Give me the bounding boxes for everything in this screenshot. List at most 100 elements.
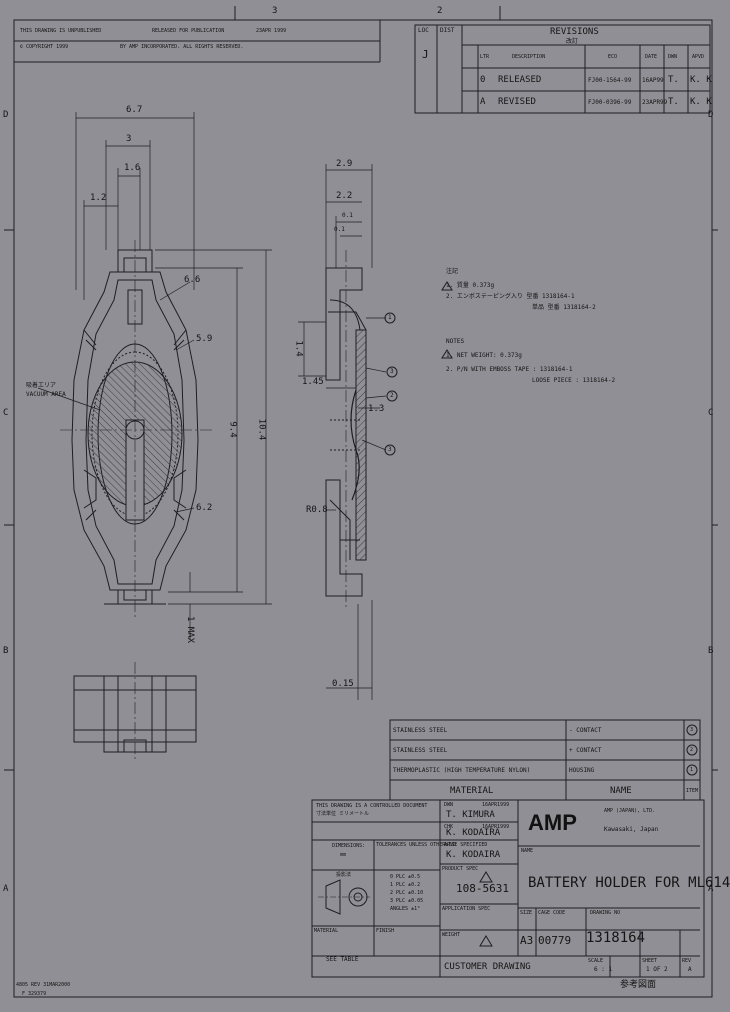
- rev-col-description: DESCRIPTION: [512, 54, 546, 60]
- notes-en-title: NOTES: [446, 338, 465, 345]
- top-view: [60, 240, 215, 620]
- rev-row-0-eco: FJ00-1564-99: [588, 77, 632, 84]
- unpublished-notice: THIS DRAWING IS UNPUBLISHED: [20, 28, 102, 34]
- item-header: ITEM: [686, 788, 699, 794]
- callout-2: 2: [390, 392, 394, 399]
- rev-value: A: [688, 966, 692, 973]
- notes-en-2a: 2. P/N WITH EMBOSS TAPE : 1318164-1: [446, 366, 573, 373]
- side-view-dimensions: [298, 164, 387, 700]
- dim-1-6: 1.6: [124, 163, 141, 173]
- bottom-view: [73, 662, 197, 762]
- material-row-2-item: 1: [690, 767, 694, 773]
- sheet-label: SHEET: [642, 958, 658, 964]
- approved-by: K. KODAIRA: [446, 850, 501, 860]
- drawing-title: BATTERY HOLDER FOR ML614: [528, 875, 730, 891]
- note-flag-jp: [441, 281, 453, 291]
- callout-3: 3: [388, 446, 392, 453]
- dim-1-3: 1.3: [368, 404, 385, 414]
- projection-label: 投影法: [336, 872, 352, 878]
- dim-1-4: 1.4: [293, 340, 304, 357]
- company-sub: AMP (JAPAN), LTD.: [604, 808, 656, 814]
- rev-row-1-dwn: T.: [668, 97, 679, 107]
- material-row-0-name: - CONTACT: [569, 727, 602, 734]
- callout-2-circle: [386, 390, 398, 402]
- material-row-0-item: 3: [690, 727, 694, 733]
- dim-r5-9: 5.9: [196, 334, 213, 344]
- callout-3-circle: [384, 444, 396, 456]
- scale-value: 6 : 1: [594, 966, 613, 973]
- copyright-notice: © COPYRIGHT 1999: [20, 44, 69, 50]
- rev-row-0-dwn: T.: [668, 75, 679, 85]
- rev-row-0-apvd: K. K: [690, 75, 712, 85]
- material-value: SEE TABLE: [326, 956, 359, 963]
- zone-letter-a-right: A: [708, 884, 714, 894]
- dim-3: 3: [126, 134, 132, 144]
- material-row-1-name: + CONTACT: [569, 747, 602, 754]
- rev-row-0-ltr: 0: [480, 75, 486, 85]
- notes-jp-title: 注記: [446, 268, 459, 275]
- dim-r6-6: 6.6: [184, 275, 201, 285]
- material-row-2-name: HOUSING: [569, 767, 595, 774]
- dim-1-45: 1.45: [302, 377, 324, 387]
- rev-row-1-apvd: K. K: [690, 97, 712, 107]
- dim-0-15: 0.15: [332, 679, 354, 689]
- checked-date: 16APR1999: [482, 824, 510, 830]
- approved-label: APVD: [444, 842, 457, 848]
- zone-letter-b: B: [3, 646, 9, 656]
- zone-letter-d-right: D: [708, 110, 714, 120]
- revisions-block: [414, 24, 711, 114]
- drawn-by: T. KIMURA: [446, 810, 495, 820]
- zone-letter-c: C: [3, 408, 9, 418]
- zone-number-2: 2: [437, 6, 443, 16]
- rev-row-1-eco: FJ00-0396-99: [588, 99, 632, 106]
- dim-2-9: 2.9: [336, 159, 353, 169]
- weight-label: WEIGHT: [442, 932, 461, 938]
- side-view: [325, 250, 367, 610]
- product-spec-label: PRODUCT SPEC: [442, 866, 479, 872]
- sheet-border: [13, 19, 713, 998]
- released-label: RELEASED FOR PUBLICATION: [152, 28, 225, 34]
- tolerance-label: TOLERANCES UNLESS OTHERWISE SPECIFIED: [376, 842, 488, 848]
- notes-en-2b: LOOSE PIECE : 1318164-2: [532, 377, 616, 384]
- reference-drawing-label: 参考図面: [620, 980, 657, 990]
- tolerance-3: 3 PLC ±0.05: [390, 898, 424, 904]
- company-logo: AMP: [528, 810, 577, 835]
- dim-0-1b: 0.1: [334, 226, 345, 233]
- material-row-0-material: STAINLESS STEEL: [393, 727, 448, 734]
- vacuum-area-en: VACUUM AREA: [26, 391, 66, 398]
- zone-letter-b-right: B: [708, 646, 714, 656]
- scale-label: SCALE: [588, 958, 604, 964]
- tolerance-2: 2 PLC ±0.10: [390, 890, 424, 896]
- zone-letter-c-right: C: [708, 408, 714, 418]
- checked-by: K. KODAIRA: [446, 828, 501, 838]
- zone-number-3: 3: [272, 6, 278, 16]
- dist-label: DIST: [440, 27, 455, 34]
- sheet-value: 1 OF 2: [646, 966, 668, 973]
- material-label: MATERIAL: [314, 928, 339, 934]
- distribution-code: 4805 REV 31MAR2000: [16, 982, 71, 988]
- title-block-lines: [311, 799, 705, 978]
- dim-1-2: 1.2: [90, 193, 107, 203]
- rev-col-date: DATE: [645, 54, 658, 60]
- dim-2-2: 2.2: [336, 191, 353, 201]
- rev-col-apvd: APVD: [692, 54, 705, 60]
- checked-label: CHK: [444, 824, 454, 830]
- revisions-title-jp: 改訂: [566, 38, 579, 45]
- rev-row-1-date: 23APR99: [642, 99, 668, 106]
- cage-code: 00779: [538, 934, 572, 947]
- dimensions-label: DIMENSIONS:: [332, 843, 366, 849]
- tolerance-1: 1 PLC ±0.2: [390, 882, 421, 888]
- company-location: Kawasaki, Japan: [604, 826, 659, 833]
- drawing-number: 1318164: [586, 930, 646, 946]
- title-label: NAME: [521, 848, 534, 854]
- product-spec: 108-5631: [456, 882, 509, 895]
- released-date: 23APR 1999: [256, 28, 287, 34]
- revisions-title: REVISIONS: [550, 27, 599, 37]
- drawn-date: 16APR1999: [482, 802, 510, 808]
- name-header: NAME: [610, 786, 632, 796]
- finish-label: FINISH: [376, 928, 395, 934]
- drawing-no-label: DRAWING NO: [590, 910, 621, 916]
- size-value: A3: [520, 934, 534, 947]
